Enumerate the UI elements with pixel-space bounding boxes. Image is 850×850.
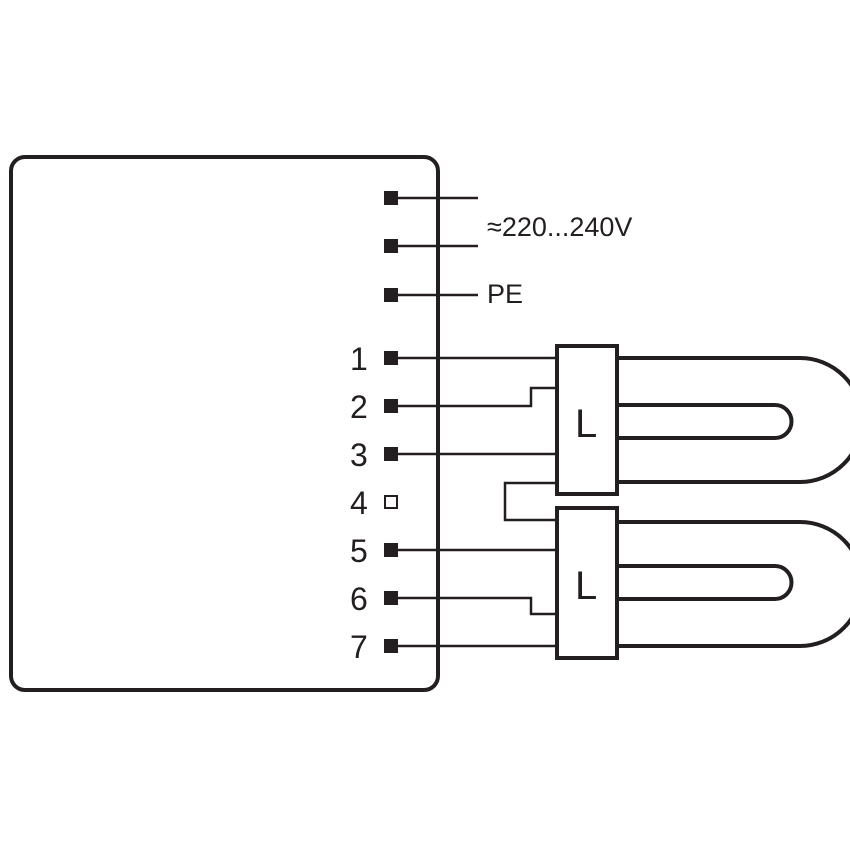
lamp-1: L xyxy=(555,344,850,496)
lamp-1-tube-inner xyxy=(617,403,794,440)
terminal-2-label: 2 xyxy=(350,389,368,425)
supply-voltage-label: ≈220...240V xyxy=(487,212,632,242)
terminal-4-label: 4 xyxy=(350,485,368,521)
lamp-1-tube-outer xyxy=(617,356,850,484)
mains-terminal-l xyxy=(384,191,398,205)
terminal-7-label: 7 xyxy=(350,629,368,665)
lamp-1-base xyxy=(555,344,619,496)
mains-terminal-pe xyxy=(384,288,398,302)
lamp-1-letter: L xyxy=(575,402,597,446)
terminal-1-label: 1 xyxy=(350,341,368,377)
terminal-6-label: 6 xyxy=(350,581,368,617)
lamp-2-letter: L xyxy=(575,564,597,608)
terminal-5-label: 5 xyxy=(350,533,368,569)
terminal-2-marker xyxy=(384,399,398,413)
terminal-6-marker xyxy=(384,591,398,605)
lamp-2: L xyxy=(555,506,850,660)
terminal-5-marker xyxy=(384,543,398,557)
mains-leads xyxy=(398,196,478,297)
terminal-3-marker xyxy=(384,447,398,461)
terminal-4-marker xyxy=(384,495,398,509)
terminal-1-marker xyxy=(384,351,398,365)
lamp-wiring xyxy=(398,356,557,648)
terminal-3-label: 3 xyxy=(350,437,368,473)
ballast-housing xyxy=(9,155,440,692)
output-terminals xyxy=(384,351,398,653)
mains-terminal-n xyxy=(384,239,398,253)
pe-label: PE xyxy=(487,279,523,309)
lamp-2-base xyxy=(555,506,619,660)
terminal-7-marker xyxy=(384,639,398,653)
lamp-2-tube-outer xyxy=(617,520,850,648)
lamp-2-tube-inner xyxy=(617,564,794,601)
terminal-numbers: 1 2 3 4 5 6 7 xyxy=(350,341,368,665)
